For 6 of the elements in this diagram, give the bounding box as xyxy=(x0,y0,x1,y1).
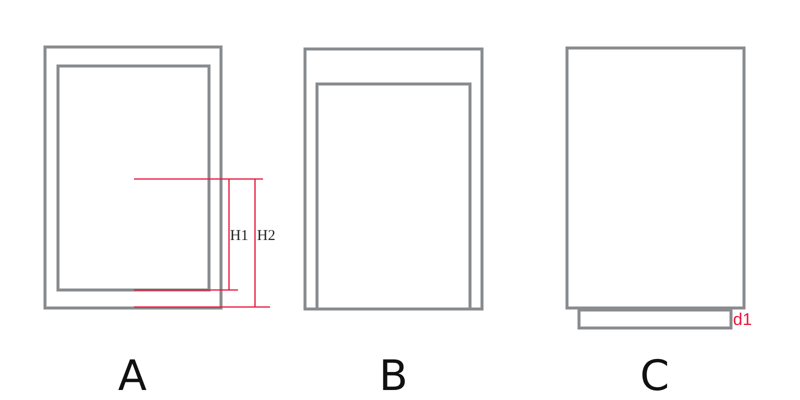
dimension-label: H2 xyxy=(257,229,276,244)
panel-letter: C xyxy=(640,355,670,397)
panel-letter: B xyxy=(379,355,408,397)
dimension-label: d1 xyxy=(733,311,752,328)
panel-letter: A xyxy=(118,355,147,397)
dimension-label: H1 xyxy=(230,229,248,244)
